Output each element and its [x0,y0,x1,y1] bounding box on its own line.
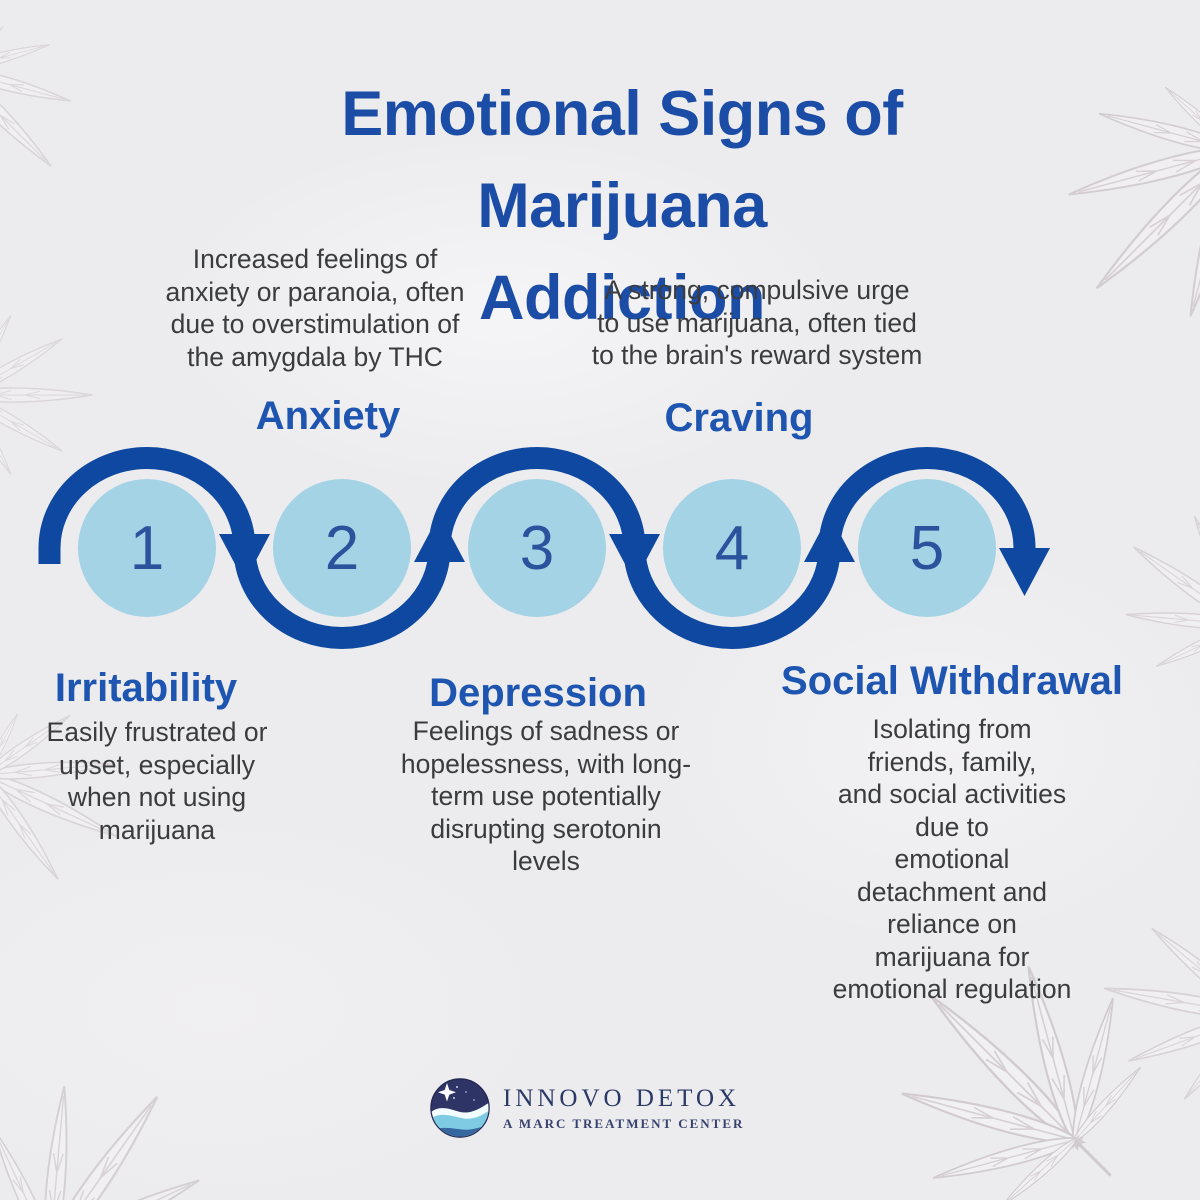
arrow-up-icon [804,514,855,562]
step-description-social-withdrawal: Isolating from friends, family, and soci… [832,714,1072,1004]
step-number-4: 4 [714,513,750,583]
innovo-detox-logo: INNOVO DETOX A MARC TREATMENT CENTER [430,1078,744,1138]
brand-tagline: A MARC TREATMENT CENTER [503,1115,745,1131]
step-circle-2: 2 [273,479,411,617]
arrow-down-icon [999,548,1050,596]
star-icon [438,1083,475,1102]
step-label-anxiety: Anxiety [255,394,401,438]
brand-name: INNOVO DETOX [503,1084,741,1112]
arrow-up-icon [414,514,465,562]
step-label-social-withdrawal: Social Withdrawal [781,659,1123,703]
step-number-3: 3 [519,513,555,583]
step-label-craving: Craving [664,396,814,440]
step-description-craving: A strong, compulsive urge to use marijua… [591,275,923,370]
step-description-depression: Feelings of sadness or hopelessness, wit… [400,716,692,876]
step-label-depression: Depression [429,671,647,715]
arrow-down-icon [219,534,270,582]
innovo-detox-logo-icon [430,1078,490,1138]
step-label-irritability: Irritability [54,666,238,710]
step-circle-1: 1 [78,479,216,617]
step-circle-3: 3 [468,479,606,617]
step-number-5: 5 [909,513,945,583]
step-number-2: 2 [324,513,360,583]
step-description-irritability: Easily frustrated or upset, especially w… [46,717,268,845]
logo-text: INNOVO DETOX A MARC TREATMENT CENTER [503,1085,744,1132]
step-description-anxiety: Increased feelings of anxiety or paranoi… [165,244,465,372]
step-circle-5: 5 [858,479,996,617]
page-title: Emotional Signs of Marijuana Addiction [341,79,903,334]
flow-arrow-path [38,447,1050,649]
step-number-1: 1 [129,513,165,583]
step-circle-4: 4 [663,479,801,617]
arrow-down-icon [609,534,660,582]
